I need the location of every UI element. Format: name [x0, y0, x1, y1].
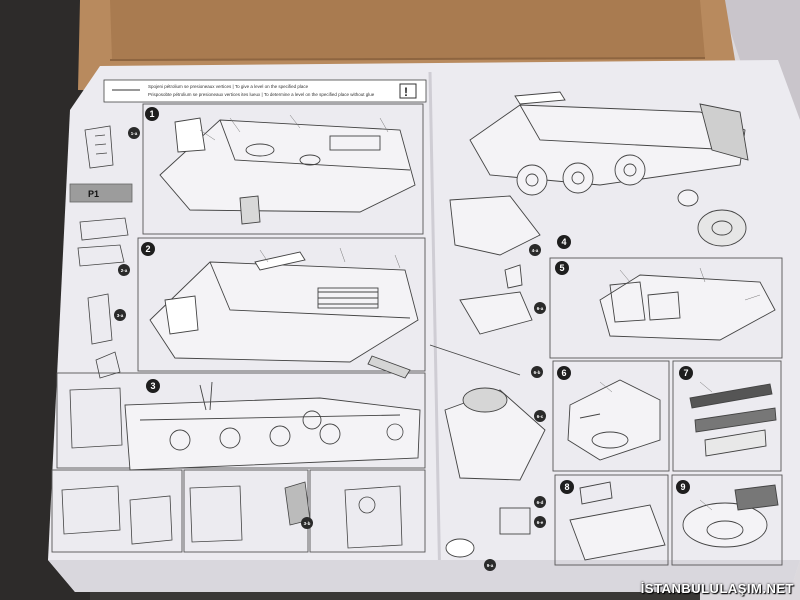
step-number-7: 7 — [683, 368, 688, 378]
callout-badges — [114, 127, 546, 571]
panel-step-2 — [137, 237, 426, 372]
panel-step-9 — [671, 474, 783, 566]
panel-step-7 — [672, 360, 782, 472]
weapon-step-7 — [689, 383, 777, 457]
part-step-8 — [569, 481, 666, 561]
left-parts — [69, 125, 133, 379]
step-number-8: 8 — [564, 482, 569, 492]
step-number-6: 6 — [561, 368, 566, 378]
callout-label: 6-c — [537, 414, 544, 419]
step-3-subviews — [61, 387, 404, 549]
leader-lines — [199, 114, 761, 511]
panel-step-5 — [549, 257, 783, 359]
step-number-1: 1 — [149, 109, 154, 119]
step-badge-4 — [557, 235, 571, 249]
svg-text:!: ! — [404, 85, 408, 99]
header-line-2: Prisposobte pétrolium se presioneaux ver… — [148, 92, 375, 97]
step-badge-5 — [555, 261, 569, 275]
hull-step-5 — [599, 274, 776, 341]
sprue-label: P1 — [88, 189, 99, 199]
panel-step-8 — [554, 474, 669, 566]
step-number-2: 2 — [145, 244, 150, 254]
step-number-3: 3 — [150, 381, 155, 391]
step-badge-8 — [560, 480, 574, 494]
callout-label: 3-b — [304, 521, 311, 526]
callout-label: 6-b — [534, 370, 541, 375]
sprue-bar — [69, 183, 133, 203]
callout-label: 1-a — [131, 131, 138, 136]
callout-label: 3-a — [117, 313, 124, 318]
step-number-9: 9 — [680, 482, 685, 492]
step-badge-7 — [679, 366, 693, 380]
header-line-1: Spojeni pétrolium se presioneaux vertice… — [148, 84, 309, 89]
header-band: Spojeni pétrolium se presioneaux vertice… — [103, 79, 427, 103]
step-badge-3 — [146, 379, 160, 393]
step-number-4: 4 — [561, 237, 566, 247]
panel-step-1 — [142, 103, 424, 235]
vehicle-step-4 — [469, 91, 749, 247]
turret-parts — [429, 195, 546, 558]
turret-step-6 — [567, 379, 661, 461]
watermark: İSTANBULULAŞIM.NET — [640, 581, 794, 596]
turret-step-9 — [682, 484, 779, 548]
step-number-5: 5 — [559, 263, 564, 273]
panel-step-3 — [56, 372, 426, 469]
step-badges — [141, 107, 693, 494]
panel-step-6 — [552, 360, 670, 472]
cardboard-inner-flap — [110, 0, 705, 60]
step-badge-2 — [141, 242, 155, 256]
callout-label: 4-a — [532, 248, 539, 253]
hull-step-1 — [159, 117, 416, 225]
step-badge-6 — [557, 366, 571, 380]
callout-label: 6-a — [537, 306, 544, 311]
step-panels — [51, 103, 783, 566]
callout-label: 2-a — [121, 268, 128, 273]
hull-step-2 — [149, 251, 419, 379]
paper-center-fold — [428, 71, 442, 591]
callout-label: 6-d — [537, 500, 544, 505]
callout-label: 6-e — [537, 520, 544, 525]
hull-step-3 — [124, 381, 421, 471]
step-badge-1 — [145, 107, 159, 121]
callout-label: 9-a — [487, 563, 494, 568]
step-badge-9 — [676, 480, 690, 494]
